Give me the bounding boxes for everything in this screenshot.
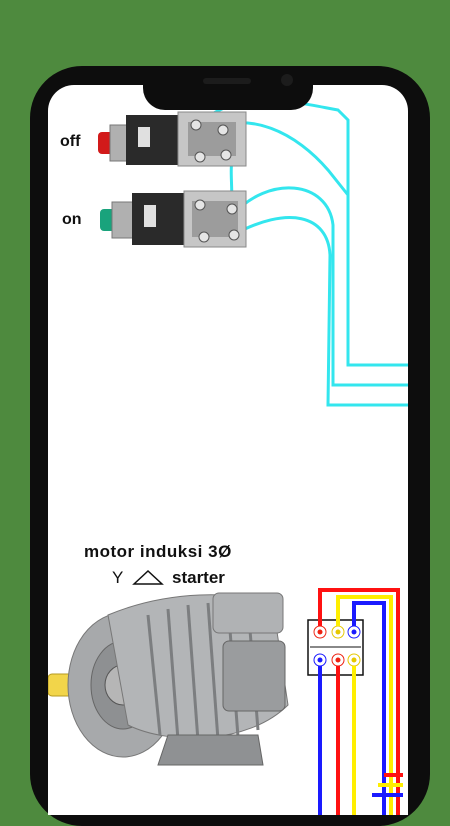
terminal-block-icon[interactable] <box>307 619 364 676</box>
phone-notch <box>143 66 313 110</box>
camera-icon <box>281 74 293 86</box>
speaker-icon <box>203 78 251 84</box>
on-switch-icon[interactable] <box>100 190 247 248</box>
motor-title: motor induksi 3Ø <box>84 542 232 561</box>
starter-label: starter <box>172 568 225 587</box>
screen: off on motor induksi 3Ø Y starter <box>48 85 408 815</box>
power-wires <box>318 588 403 815</box>
triangle-icon <box>132 569 164 585</box>
induction-motor-icon <box>48 592 289 766</box>
off-label: off <box>60 133 81 150</box>
wye-symbol: Y <box>112 568 124 587</box>
on-label: on <box>62 211 82 228</box>
wiring-diagram <box>48 99 408 815</box>
off-switch-icon[interactable] <box>98 111 247 167</box>
